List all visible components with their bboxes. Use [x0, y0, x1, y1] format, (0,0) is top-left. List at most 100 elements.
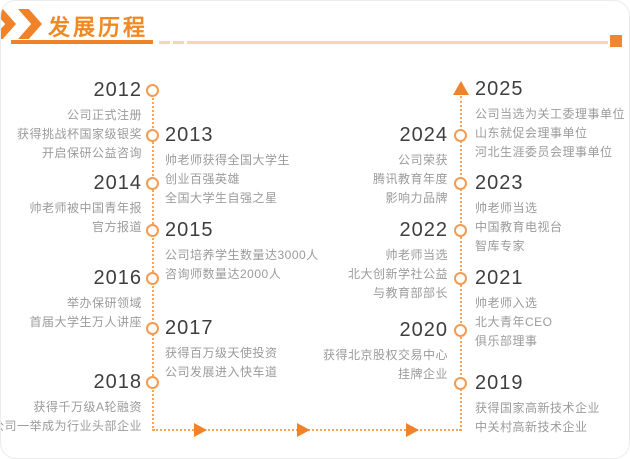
timeline-entry-lines: 公司正式注册获得挑战杯国家级银奖开启保研公益咨询 — [17, 106, 142, 163]
timeline-entry-line: 中国教育电视台 — [475, 220, 563, 234]
timeline-entry: 2025 公司当选为关工委理事单位山东就促会理事单位河北生涯委员会理事单位 — [475, 76, 625, 162]
timeline-dot — [454, 272, 467, 285]
timeline-dot — [454, 377, 467, 390]
timeline-dot — [146, 84, 159, 97]
timeline-entry-lines: 获得国家高新技术企业中关村高新技术企业 — [475, 399, 600, 437]
timeline-entry-line: 帅老师当选 — [385, 248, 448, 262]
timeline-dot — [146, 177, 159, 190]
timeline-entry-line: 公司一举成为行业头部企业 — [0, 419, 142, 433]
timeline-entry-lines: 帅老师当选北大创新学社公益与教育部部长 — [348, 246, 448, 303]
timeline-year: 2018 — [93, 371, 142, 393]
timeline-entry: 2014 帅老师被中国青年报官方报道 — [29, 170, 142, 237]
timeline-dot — [454, 324, 467, 337]
timeline-entry-line: 公司正式注册 — [66, 108, 142, 122]
timeline-year: 2020 — [399, 319, 448, 341]
timeline-entry-line: 影响力品牌 — [385, 191, 448, 205]
timeline-entry-line: 获得国家高新技术企业 — [475, 401, 601, 415]
title-underline — [11, 40, 153, 44]
timeline-dot — [146, 376, 159, 389]
timeline-year: 2016 — [93, 267, 142, 289]
timeline-entry: 2023 帅老师当选中国教育电视台智库专家 — [475, 170, 563, 256]
timeline-dot — [146, 322, 159, 335]
timeline-entry-lines: 举办保研领域首届大学生万人讲座 — [29, 294, 142, 332]
timeline-entry: 2018 获得千万级A轮融资公司一举成为行业头部企业 — [0, 369, 142, 436]
timeline-dot — [146, 272, 159, 285]
timeline-entry-lines: 帅老师被中国青年报官方报道 — [29, 199, 142, 237]
timeline-entry-lines: 帅老师获得全国大学生创业百强英雄全国大学生自强之星 — [165, 151, 290, 208]
timeline-year: 2023 — [475, 172, 524, 194]
timeline-entry-line: 获得千万级A轮融资 — [33, 400, 142, 414]
arrow-up-icon — [453, 81, 469, 95]
timeline-entry-lines: 帅老师当选中国教育电视台智库专家 — [475, 199, 563, 256]
timeline-dot — [454, 224, 467, 237]
timeline-entry-lines: 公司培养学生数量达3000人咨询师数量达2000人 — [165, 246, 319, 284]
timeline-entry-line: 获得百万级天使投资 — [165, 346, 278, 360]
timeline-entry-line: 北大青年CEO — [475, 315, 553, 329]
timeline-entry-lines: 公司荣获腾讯教育年度影响力品牌 — [373, 151, 448, 208]
timeline-entry-line: 开启保研公益咨询 — [41, 146, 142, 160]
timeline-entry-line: 挂牌企业 — [397, 367, 448, 381]
timeline-entry-line: 公司培养学生数量达3000人 — [165, 248, 319, 262]
rule-end-square — [610, 35, 622, 47]
timeline-entry: 2019 获得国家高新技术企业中关村高新技术企业 — [475, 370, 600, 437]
timeline-entry-line: 创业百强英雄 — [165, 172, 241, 186]
timeline-year: 2017 — [165, 317, 214, 339]
timeline-entry-lines: 公司当选为关工委理事单位山东就促会理事单位河北生涯委员会理事单位 — [475, 105, 625, 162]
underline-dash — [159, 41, 170, 44]
timeline-entry-line: 帅老师当选 — [475, 201, 538, 215]
timeline-entry-line: 全国大学生自强之星 — [165, 191, 278, 205]
flow-arrow-icon — [194, 423, 207, 437]
flow-arrow-icon — [406, 423, 419, 437]
chevron-right-icon — [18, 9, 42, 39]
underline-light-rule — [187, 41, 608, 44]
underline-dash — [173, 41, 184, 44]
timeline-year: 2014 — [93, 172, 142, 194]
timeline-line-right — [460, 96, 462, 431]
timeline-entry: 2024 公司荣获腾讯教育年度影响力品牌 — [373, 122, 448, 208]
timeline-entry-line: 山东就促会理事单位 — [475, 126, 588, 140]
timeline-entry: 2013 帅老师获得全国大学生创业百强英雄全国大学生自强之星 — [165, 122, 290, 208]
timeline-entry-lines: 帅老师入选北大青年CEO 俱乐部理事 — [475, 294, 553, 351]
timeline-entry-line: 帅老师获得全国大学生 — [165, 153, 291, 167]
timeline-entry: 2021 帅老师入选北大青年CEO 俱乐部理事 — [475, 265, 553, 351]
timeline-entry-line: 首届大学生万人讲座 — [29, 315, 142, 329]
timeline-entry-line: 腾讯教育年度 — [372, 172, 448, 186]
timeline-year: 2013 — [165, 124, 214, 146]
flow-arrow-icon — [297, 423, 310, 437]
timeline-entry-lines: 获得百万级天使投资公司发展进入快车道 — [165, 344, 278, 382]
timeline-entry: 2022 帅老师当选北大创新学社公益与教育部部长 — [348, 217, 448, 303]
timeline-entry-line: 获得挑战杯国家级银奖 — [16, 127, 142, 141]
timeline-year: 2019 — [475, 372, 524, 394]
timeline-entry-line: 公司发展进入快车道 — [165, 365, 278, 379]
timeline-year: 2012 — [93, 79, 142, 101]
timeline-entry: 2020 获得北京股权交易中心挂牌企业 — [323, 317, 448, 384]
timeline-dot — [146, 129, 159, 142]
timeline-entry-line: 河北生涯委员会理事单位 — [475, 145, 613, 159]
timeline-entry-line: 中关村高新技术企业 — [475, 420, 588, 434]
timeline-dot — [454, 129, 467, 142]
timeline-dot — [454, 177, 467, 190]
chevron-right-icon — [1, 9, 16, 39]
page-title: 发展历程 — [48, 15, 149, 40]
timeline-entry-lines: 获得北京股权交易中心挂牌企业 — [323, 346, 448, 384]
timeline-entry-line: 俱乐部理事 — [475, 334, 538, 348]
timeline-entry: 2017 获得百万级天使投资公司发展进入快车道 — [165, 315, 278, 382]
timeline-entry-line: 公司荣获 — [397, 153, 448, 167]
timeline-year: 2021 — [475, 267, 524, 289]
timeline-entry-line: 帅老师入选 — [475, 296, 538, 310]
timeline-entry-line: 帅老师被中国青年报 — [29, 201, 142, 215]
timeline-entry-line: 获得北京股权交易中心 — [322, 348, 448, 362]
timeline-entry: 2012 公司正式注册获得挑战杯国家级银奖开启保研公益咨询 — [17, 77, 142, 163]
timeline-entry-lines: 获得千万级A轮融资公司一举成为行业头部企业 — [0, 398, 142, 436]
timeline-year: 2022 — [399, 219, 448, 241]
timeline-entry-line: 与教育部部长 — [372, 286, 448, 300]
timeline-entry-line: 官方报道 — [91, 220, 142, 234]
timeline-entry-line: 智库专家 — [475, 239, 526, 253]
timeline-year: 2024 — [399, 124, 448, 146]
timeline-year: 2025 — [475, 78, 524, 100]
timeline-line-left — [152, 91, 154, 431]
timeline-year: 2015 — [165, 219, 214, 241]
timeline-entry-line: 举办保研领域 — [66, 296, 142, 310]
timeline-entry: 2015 公司培养学生数量达3000人咨询师数量达2000人 — [165, 217, 319, 284]
